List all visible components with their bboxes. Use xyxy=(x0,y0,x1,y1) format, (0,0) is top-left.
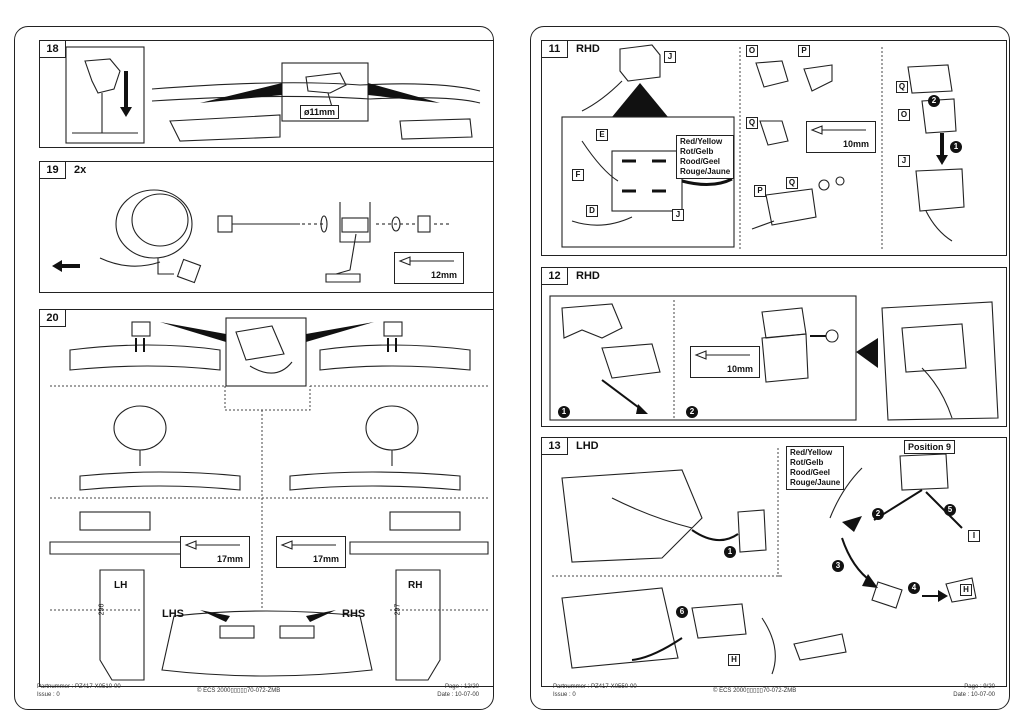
step-18-panel: 18 ø11mm xyxy=(39,40,494,148)
drill-size-label: ø11mm xyxy=(300,105,340,119)
date: Date : 10-07-00 xyxy=(953,692,995,698)
step-11-panel: 11 RHD xyxy=(541,40,1007,256)
quantity-label: 2x xyxy=(74,164,87,176)
part-letter-p: P xyxy=(798,45,810,57)
lhs-label: LHS xyxy=(162,608,184,620)
step-number: 13 xyxy=(542,438,568,455)
copyright: © ECS 2000▯▯▯▯▯70-072-ZMB xyxy=(713,688,797,694)
wrench-size: 10mm xyxy=(842,139,869,149)
wrench-size-box: 12mm xyxy=(394,252,464,284)
part-letter-d: D xyxy=(586,205,598,217)
step-12-panel: 12 RHD 10mm 1 2 xyxy=(541,267,1007,427)
wrench-size-box: 10mm xyxy=(806,121,876,153)
step-marker-1: 1 xyxy=(558,406,570,418)
step-marker-2: 2 xyxy=(928,95,940,107)
part-number: Partnummer : PZ417-X0510-00 xyxy=(37,684,121,690)
rhs-label: RHS xyxy=(342,608,366,620)
page-number: Page : 9/20 xyxy=(964,684,995,690)
part-letter-f: F xyxy=(572,169,584,181)
manual-page-right: 11 RHD xyxy=(530,26,1010,710)
date: Date : 10-07-00 xyxy=(437,692,479,698)
step-marker-2: 2 xyxy=(686,406,698,418)
step-marker-1: 1 xyxy=(950,141,962,153)
step-number: 19 xyxy=(40,162,66,179)
part-letter-q: Q xyxy=(746,117,758,129)
step-18-illustration xyxy=(65,46,481,144)
step-12-illustration xyxy=(549,295,999,421)
part-letter-q2: Q xyxy=(786,177,798,189)
step-13-illustration xyxy=(552,448,977,675)
step-20-illustration xyxy=(49,317,489,681)
manual-page-left: 18 ø11mm 19 2x xyxy=(14,26,494,710)
wrench-size: 17mm xyxy=(216,554,243,564)
part-letter-i: I xyxy=(968,530,980,542)
step-19-illustration xyxy=(52,189,450,284)
bracket-number-right: 297 xyxy=(394,603,402,616)
wrench-size: 12mm xyxy=(430,270,457,280)
drive-tag: RHD xyxy=(576,43,600,55)
wrench-size-box: 10mm xyxy=(690,346,760,378)
step-20-panel: 20 xyxy=(39,309,494,687)
step-marker-3: 3 xyxy=(832,560,844,572)
bracket-number-left: 296 xyxy=(98,603,106,616)
issue: Issue : 0 xyxy=(37,692,60,698)
step-number: 12 xyxy=(542,268,568,285)
part-letter-p2: P xyxy=(754,185,766,197)
wire-color-label: Red/Yellow Rot/Gelb Rood/Geel Rouge/Jaun… xyxy=(786,446,845,490)
part-letter-q3: Q xyxy=(896,81,908,93)
step-number: 18 xyxy=(40,41,66,58)
part-letter-h2: H xyxy=(728,654,740,666)
part-letter-h: H xyxy=(960,584,972,596)
wrench-size: 10mm xyxy=(726,364,753,374)
part-letter-o2: O xyxy=(898,109,910,121)
drive-tag: RHD xyxy=(576,270,600,282)
wrench-size-box-left: 17mm xyxy=(180,536,250,568)
lh-label: LH xyxy=(114,580,128,591)
step-number: 20 xyxy=(40,310,66,327)
page-number: Page : 12/20 xyxy=(444,684,479,690)
part-letter-o: O xyxy=(746,45,758,57)
page-footer: Partnummer : PZ417-X0510-00 Issue : 0 © … xyxy=(37,683,479,701)
part-letter-j: J xyxy=(664,51,676,63)
position-label: Position 9 xyxy=(904,440,956,454)
wrench-size-box-right: 17mm xyxy=(276,536,346,568)
wrench-size: 17mm xyxy=(312,554,339,564)
part-letter-e: E xyxy=(596,129,608,141)
issue: Issue : 0 xyxy=(553,692,576,698)
drive-tag: LHD xyxy=(576,440,599,452)
copyright: © ECS 2000▯▯▯▯▯70-072-ZMB xyxy=(197,688,281,694)
part-letter-j3: J xyxy=(898,155,910,167)
part-number: Partnummer : PZ417-X0550-00 xyxy=(553,684,637,690)
step-marker-2: 2 xyxy=(872,508,884,520)
step-marker-4: 4 xyxy=(908,582,920,594)
page-footer: Partnummer : PZ417-X0550-00 Issue : 0 © … xyxy=(553,683,995,701)
step-marker-6: 6 xyxy=(676,606,688,618)
rh-label: RH xyxy=(408,580,423,591)
step-marker-5: 5 xyxy=(944,504,956,516)
step-marker-1: 1 xyxy=(724,546,736,558)
wire-color-label: Red/Yellow Rot/Gelb Rood/Geel Rouge/Jaun… xyxy=(676,135,735,179)
step-13-panel: 13 LHD xyxy=(541,437,1007,687)
step-11-illustration xyxy=(561,44,965,251)
step-19-panel: 19 2x 12mm xyxy=(39,161,494,293)
part-letter-j2: J xyxy=(672,209,684,221)
step-number: 11 xyxy=(542,41,568,58)
